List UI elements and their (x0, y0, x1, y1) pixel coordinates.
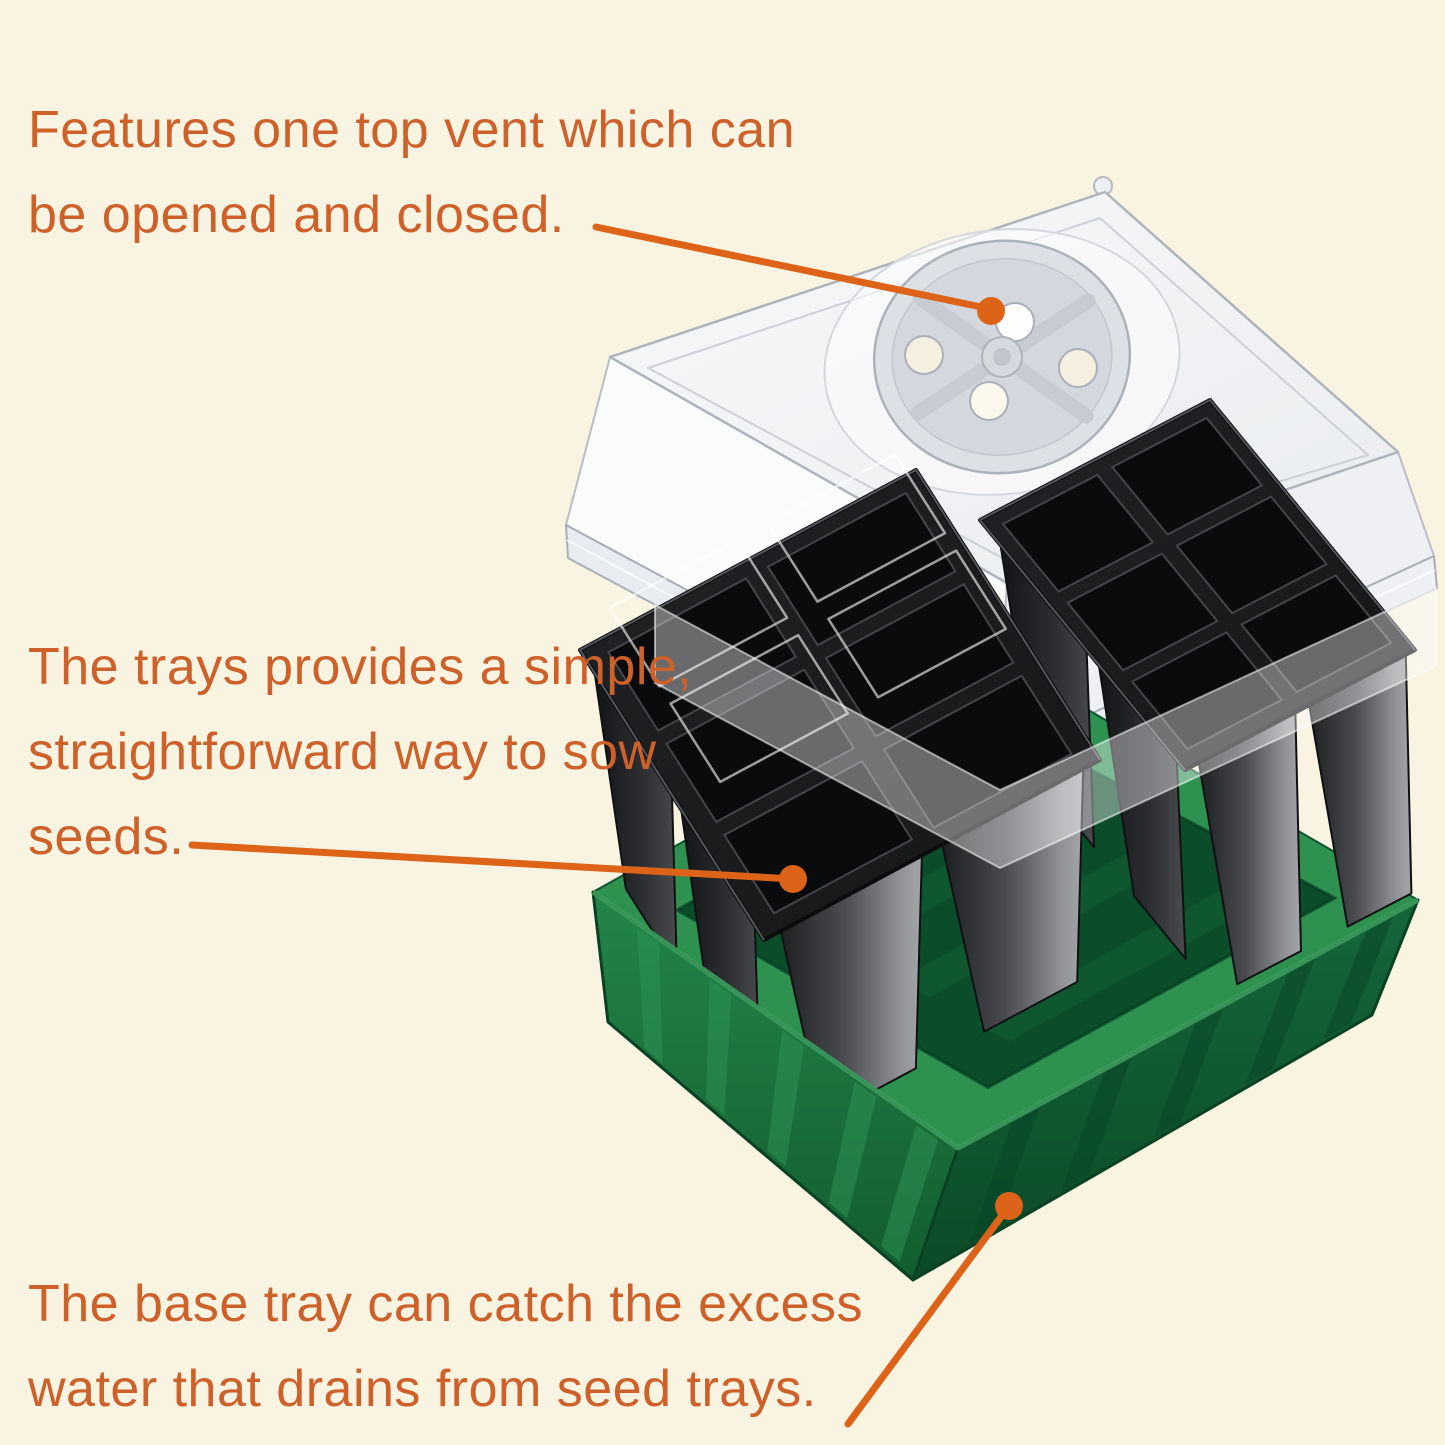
leader-lines (188, 223, 1023, 1428)
seed-cell-opening (825, 583, 1015, 738)
clear-lid-cell-outline (827, 549, 1008, 699)
seed-cell-opening (1240, 574, 1393, 693)
base-wall-rib (1061, 1058, 1131, 1191)
seed-tray-right (978, 398, 1417, 772)
clear-lid-cell-outline (669, 633, 850, 784)
annotation-line: straightforward way to sow (28, 723, 657, 781)
base-wall-ribs (637, 917, 1394, 1262)
clear-lid-cell-outline (608, 538, 789, 688)
leader-line-trays (188, 841, 807, 893)
vent-hub-nub (993, 348, 1011, 366)
annotation-vent: Features one top vent which can be opene… (28, 88, 795, 258)
base-wall-rib (637, 927, 663, 1064)
tray-flange-highlight (578, 468, 1101, 941)
annotation-line: Features one top vent which can (28, 101, 796, 159)
annotation-line: seeds. (28, 808, 185, 866)
annotation-line: be opened and closed. (28, 186, 565, 244)
base-wall-rib (828, 1081, 877, 1218)
callout-dot-trays (779, 865, 807, 893)
base-wall-rib (969, 1108, 1039, 1243)
clear-lid-cell-outlines (608, 453, 1008, 784)
base-tray-front (591, 889, 1420, 1282)
annotation-trays: The trays provides a simple, straightfor… (28, 625, 692, 880)
base-rim-highlight (591, 889, 1420, 1151)
seed-cell-opening (665, 668, 855, 823)
vent-hole (1058, 348, 1098, 388)
callout-dot-vent (977, 297, 1005, 325)
vent-hole (969, 381, 1009, 421)
vent-hole (904, 335, 944, 375)
leader-line-vent (592, 223, 1005, 325)
base-wall-rib (1153, 1009, 1223, 1138)
seed-cell-opening (767, 492, 957, 647)
seed-cell-opening (1131, 631, 1283, 750)
seed-cell-opening (1111, 416, 1263, 536)
seed-cell-opening (1066, 552, 1219, 672)
callout-dot-base (995, 1192, 1023, 1220)
dome-skirt-glass (654, 586, 1437, 870)
clear-lid-cell-outline (766, 453, 947, 603)
annotation-line: water that drains from seed trays. (28, 1360, 817, 1418)
leader-line-base (844, 1192, 1023, 1428)
base-wall-rib (705, 979, 732, 1115)
base-wall-rib (1245, 959, 1315, 1085)
base-wall-rib (881, 1125, 939, 1262)
base-wall-rib (767, 1030, 804, 1167)
annotation-line: The trays provides a simple, (28, 638, 693, 696)
base-wall-rib (1323, 917, 1394, 1040)
annotation-base: The base tray can catch the excess water… (28, 1262, 863, 1432)
seed-cell-opening (883, 674, 1073, 829)
annotation-line: The base tray can catch the excess (28, 1275, 863, 1333)
tray-flange-highlight (978, 398, 1416, 771)
seed-cell-opening (607, 577, 797, 732)
seed-cell-opening (1175, 495, 1328, 615)
seed-cell-opening (1002, 473, 1154, 593)
dome-skirt-overlay (608, 453, 1437, 870)
